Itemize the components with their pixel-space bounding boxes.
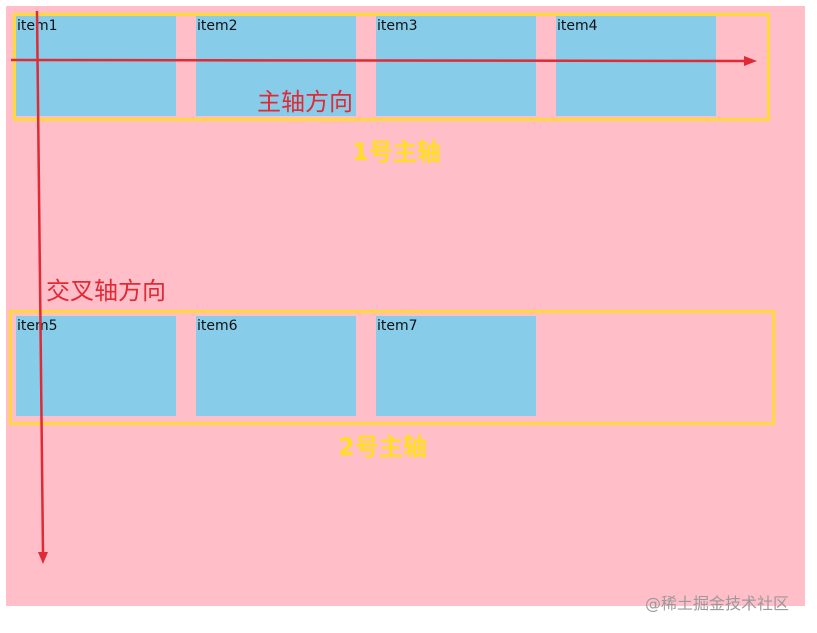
flex-item: item4 (556, 16, 716, 116)
watermark: @稀土掘金技术社区 (645, 594, 790, 613)
flex-item: item3 (376, 16, 536, 116)
cross-axis-arrow-icon (35, 10, 48, 564)
main-axis-arrow-icon (10, 56, 757, 66)
main-axis-direction-label: 主轴方向 (257, 88, 353, 116)
flex-item: item1 (16, 16, 176, 116)
item-label: item2 (197, 18, 238, 34)
item-label: item4 (557, 18, 598, 34)
flex-item: item5 (16, 316, 176, 416)
flex-item: item6 (196, 316, 356, 416)
main-axis-1-box (13, 13, 770, 121)
flex-item: item2 (196, 16, 356, 116)
flex-item: item7 (376, 316, 536, 416)
main-axis-2-box (9, 310, 775, 425)
item-label: item5 (17, 318, 58, 334)
main-axis-1-label: 1号主轴 (352, 138, 441, 166)
cross-axis-direction-label: 交叉轴方向 (46, 277, 166, 305)
item-label: item6 (197, 318, 238, 334)
item-label: item7 (377, 318, 418, 334)
main-axis-2-label: 2号主轴 (338, 433, 427, 461)
item-label: item3 (377, 18, 418, 34)
